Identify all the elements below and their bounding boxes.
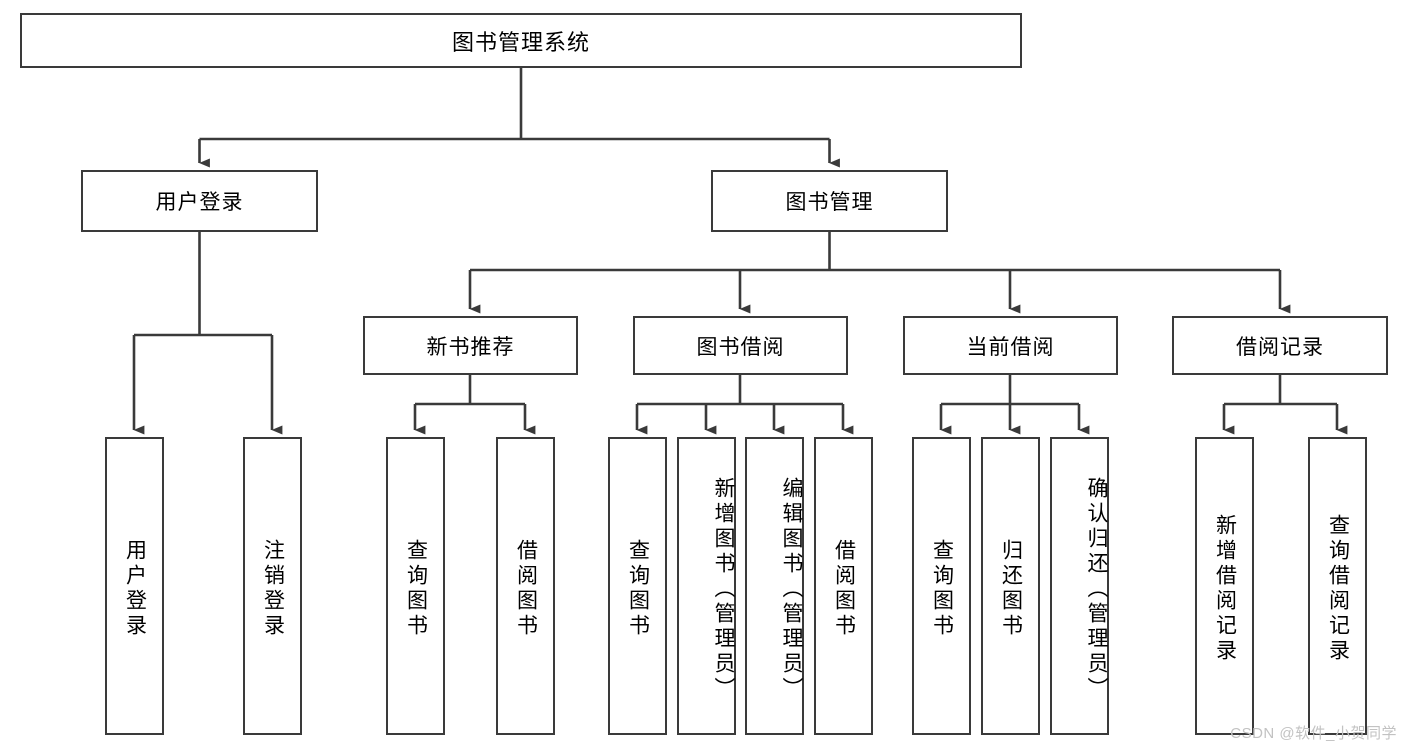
leaf-user-login-logout[interactable]: 注销登录 (243, 437, 302, 735)
leaf-borrow-record-add[interactable]: 新增借阅记录 (1195, 437, 1254, 735)
node-current-borrow[interactable]: 当前借阅 (903, 316, 1118, 375)
leaf-new-book-query[interactable]: 查询图书 (386, 437, 445, 735)
node-root[interactable]: 图书管理系统 (20, 13, 1022, 68)
leaf-book-borrow-add[interactable]: 新增图书（管理员） (677, 437, 736, 735)
leaf-book-borrow-edit[interactable]: 编辑图书（管理员） (745, 437, 804, 735)
leaf-new-book-borrow[interactable]: 借阅图书 (496, 437, 555, 735)
leaf-book-borrow-borrow[interactable]: 借阅图书 (814, 437, 873, 735)
leaf-current-borrow-query[interactable]: 查询图书 (912, 437, 971, 735)
node-new-book-recommend[interactable]: 新书推荐 (363, 316, 578, 375)
watermark-text: CSDN @软件_小贺同学 (1230, 725, 1397, 742)
leaf-current-borrow-confirm-return[interactable]: 确认归还（管理员） (1050, 437, 1109, 735)
leaf-borrow-record-query[interactable]: 查询借阅记录 (1308, 437, 1367, 735)
node-user-login[interactable]: 用户登录 (81, 170, 318, 232)
leaf-book-borrow-query[interactable]: 查询图书 (608, 437, 667, 735)
leaf-user-login-login[interactable]: 用户登录 (105, 437, 164, 735)
leaf-current-borrow-return[interactable]: 归还图书 (981, 437, 1040, 735)
node-book-management[interactable]: 图书管理 (711, 170, 948, 232)
node-borrow-record[interactable]: 借阅记录 (1172, 316, 1388, 375)
node-book-borrow[interactable]: 图书借阅 (633, 316, 848, 375)
